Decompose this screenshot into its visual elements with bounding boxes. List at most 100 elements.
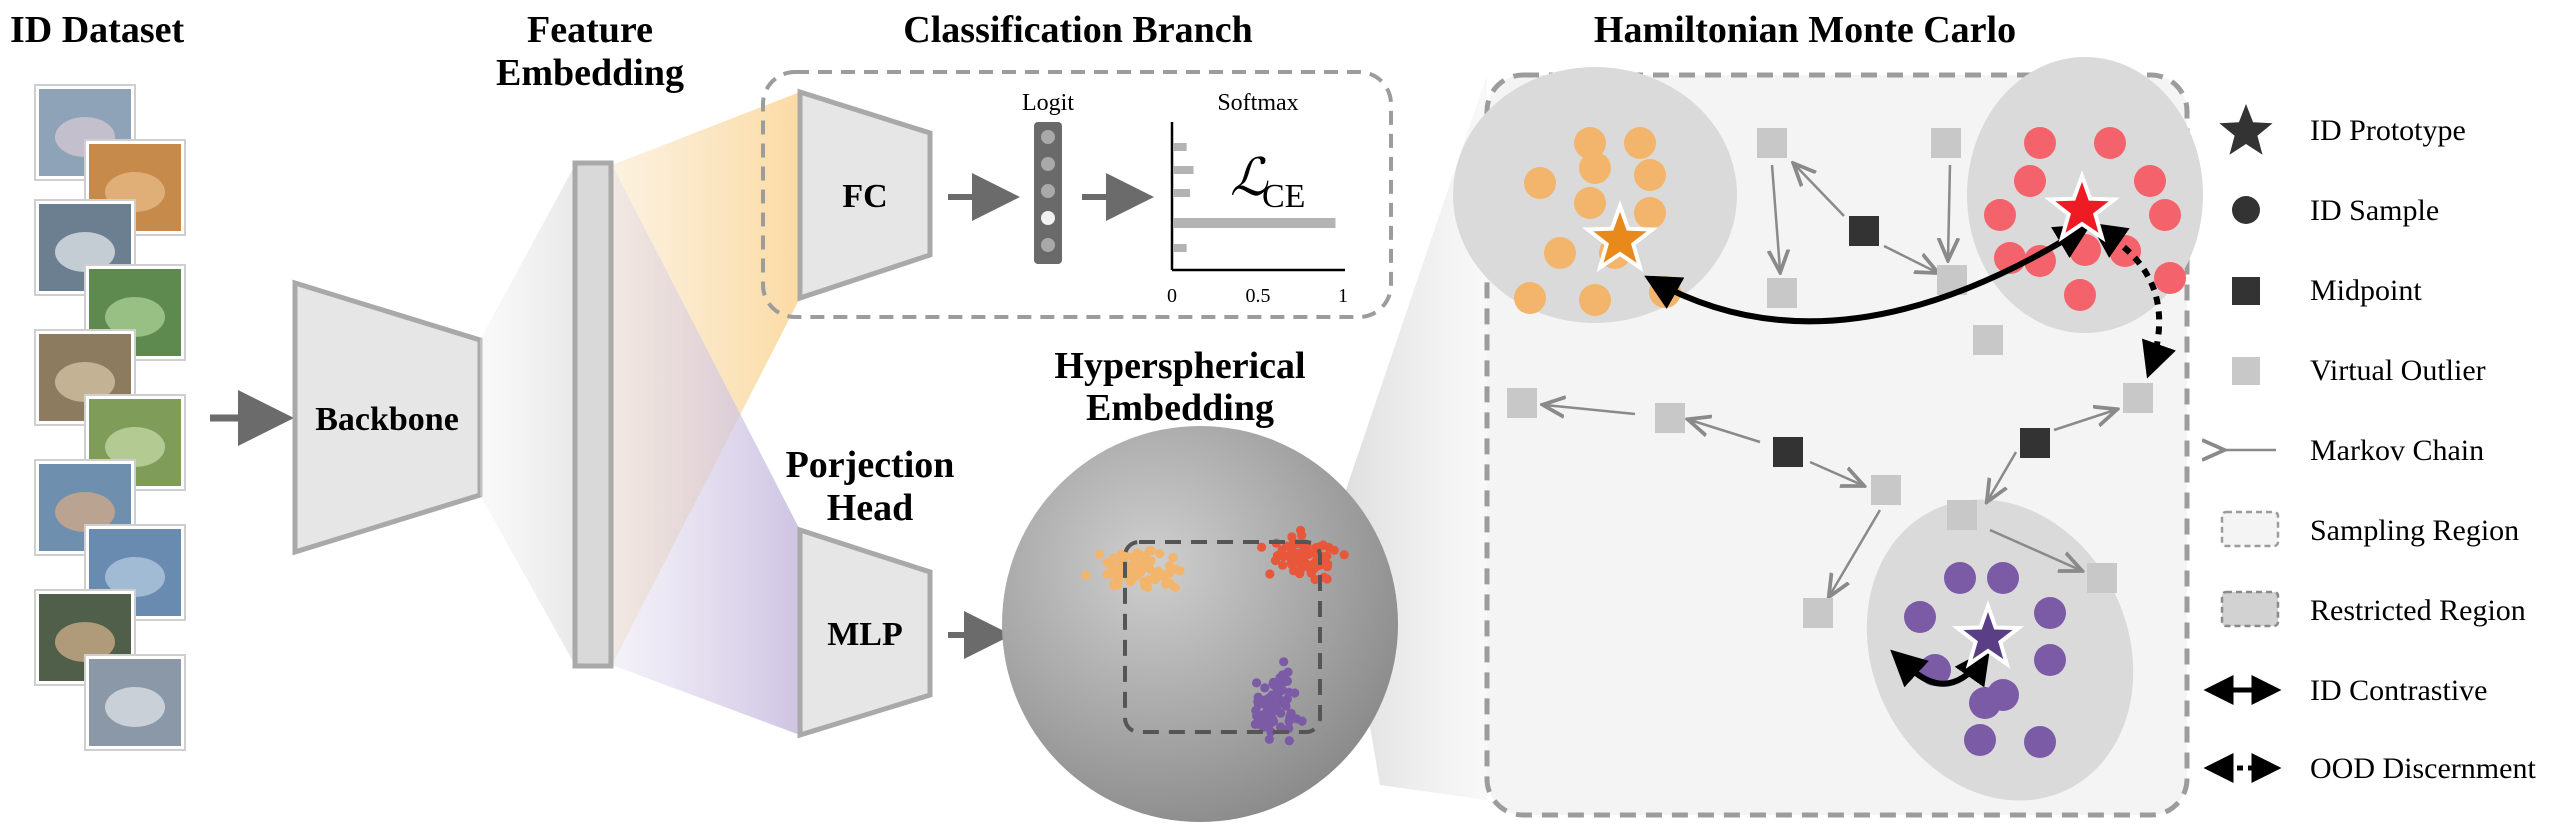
sphere-point <box>1252 678 1262 688</box>
sphere-point <box>1267 700 1277 710</box>
legend-ood-discernment: OOD Discernment <box>2310 752 2536 785</box>
ship-image-subject <box>105 557 165 597</box>
legend: ID Prototype ID Sample Midpoint Virtual … <box>2219 104 2536 785</box>
midpoint-square <box>1773 437 1803 467</box>
feature-embedding-bar <box>572 160 614 669</box>
sphere-point <box>1146 546 1156 556</box>
markov-chain-arrow <box>1809 460 1862 485</box>
virtual-outlier-square <box>1947 500 1977 530</box>
id-contrastive-arrow-orange-red <box>1644 224 2092 325</box>
virtual-outlier-square <box>1871 475 1901 505</box>
sphere-point <box>1297 530 1307 541</box>
hmc-purple-sample <box>2034 597 2066 629</box>
horse-image-subject <box>105 427 165 467</box>
sphere-point <box>1264 734 1274 744</box>
sphere-point <box>1310 574 1320 585</box>
hmc-red-sample <box>2069 234 2101 266</box>
legend-sampling-region: Sampling Region <box>2310 514 2519 547</box>
sphere-point <box>1125 577 1135 587</box>
legend-restricted-icon <box>2220 590 2280 628</box>
softmax-label: Softmax <box>1217 90 1298 116</box>
legend-prototype-star-icon <box>2219 104 2273 155</box>
virtual-outlier-square <box>1507 388 1537 418</box>
projection-head-title-2: Head <box>827 487 914 529</box>
sphere-point <box>1136 564 1146 574</box>
hmc-purple-sample <box>2024 726 2056 758</box>
markov-chain-arrow <box>1545 405 1636 414</box>
hmc-purple-sample <box>1987 562 2019 594</box>
sphere-point <box>1095 549 1105 559</box>
virtual-outlier-square <box>2123 383 2153 413</box>
logit-unit <box>1041 184 1055 198</box>
sphere-point <box>1308 548 1318 558</box>
sphere-point <box>1271 692 1281 702</box>
hmc-orange-sample <box>1579 284 1611 316</box>
virtual-outlier-square <box>1803 598 1833 628</box>
frog-image-subject <box>105 297 165 337</box>
mlp-label: MLP <box>827 616 903 653</box>
legend-restricted-region: Restricted Region <box>2310 594 2526 627</box>
hyperspherical-title-1: Hyperspherical <box>1054 345 1305 387</box>
backbone-label: Backbone <box>315 401 459 438</box>
sphere-point <box>1102 558 1112 568</box>
sphere-restricted-region <box>1123 540 1322 734</box>
sphere-point <box>1168 553 1178 563</box>
sphere-point <box>1155 548 1165 559</box>
softmax-tick-1: 1 <box>1338 285 1348 307</box>
softmax-bars <box>1173 143 1336 252</box>
hmc-orange-sample <box>1574 187 1606 219</box>
sphere-point <box>1275 673 1285 683</box>
car-image-subject <box>55 232 115 272</box>
purple-prototype-star-icon <box>1951 599 2025 669</box>
hmc-purple-sample <box>2034 644 2066 676</box>
sphere-point <box>1284 687 1294 697</box>
virtual-outlier-square <box>1757 128 1787 158</box>
sphere-point <box>1252 711 1262 721</box>
softmax-bar <box>1173 244 1187 252</box>
legend-midpoint: Midpoint <box>2310 274 2422 307</box>
hmc-purple-sample <box>1944 562 1976 594</box>
sphere-embedding-points <box>1081 525 1349 746</box>
sphere-point <box>1290 556 1300 566</box>
legend-virtual-outlier-icon <box>2232 357 2260 385</box>
logit-unit <box>1041 238 1055 252</box>
sphere-point <box>1278 560 1288 570</box>
legend-markov-chain: Markov Chain <box>2310 434 2484 467</box>
softmax-tick-05: 0.5 <box>1246 285 1271 307</box>
classification-branch-box <box>761 70 1393 319</box>
virtual-outlier-square <box>1973 325 2003 355</box>
virtual-outlier-square <box>2087 563 2117 593</box>
sphere-point <box>1102 569 1112 579</box>
hmc-title: Hamiltonian Monte Carlo <box>1594 9 2016 51</box>
hmc-red-sample <box>2154 262 2186 294</box>
sphere-point <box>1120 550 1130 560</box>
markov-chain-arrow <box>1690 420 1761 444</box>
sphere-point <box>1284 736 1294 746</box>
sphere-point <box>1165 561 1175 571</box>
hyperspherical-title-2: Embedding <box>1086 387 1274 429</box>
loss-ce-subscript: CE <box>1262 178 1305 215</box>
classification-branch-title: Classification Branch <box>903 9 1252 51</box>
legend-id-contrastive: ID Contrastive <box>2310 674 2487 707</box>
id-contrastive-arrow-purple <box>1890 647 1991 688</box>
hmc-red-sample <box>2134 165 2166 197</box>
markov-chain-arrow <box>1830 509 1882 595</box>
softmax-bar <box>1173 189 1191 197</box>
midpoint-square <box>1849 216 1879 246</box>
sphere-point <box>1132 548 1142 558</box>
sphere-point <box>1266 727 1276 737</box>
truck-image-subject <box>105 687 165 727</box>
sphere-point <box>1280 697 1290 707</box>
sphere-point <box>1256 697 1266 708</box>
sphere-point <box>1287 532 1297 542</box>
hmc-red-sample <box>1984 199 2016 231</box>
sphere-point <box>1265 569 1275 579</box>
sphere-point <box>1283 667 1293 677</box>
hmc-orange-sample <box>1544 237 1576 269</box>
hmc-orange-sample <box>1574 127 1606 159</box>
sphere-point <box>1339 550 1349 560</box>
sphere-point <box>1318 540 1328 550</box>
hmc-orange-sample <box>1524 167 1556 199</box>
ood-discernment-arrow <box>2089 222 2176 379</box>
